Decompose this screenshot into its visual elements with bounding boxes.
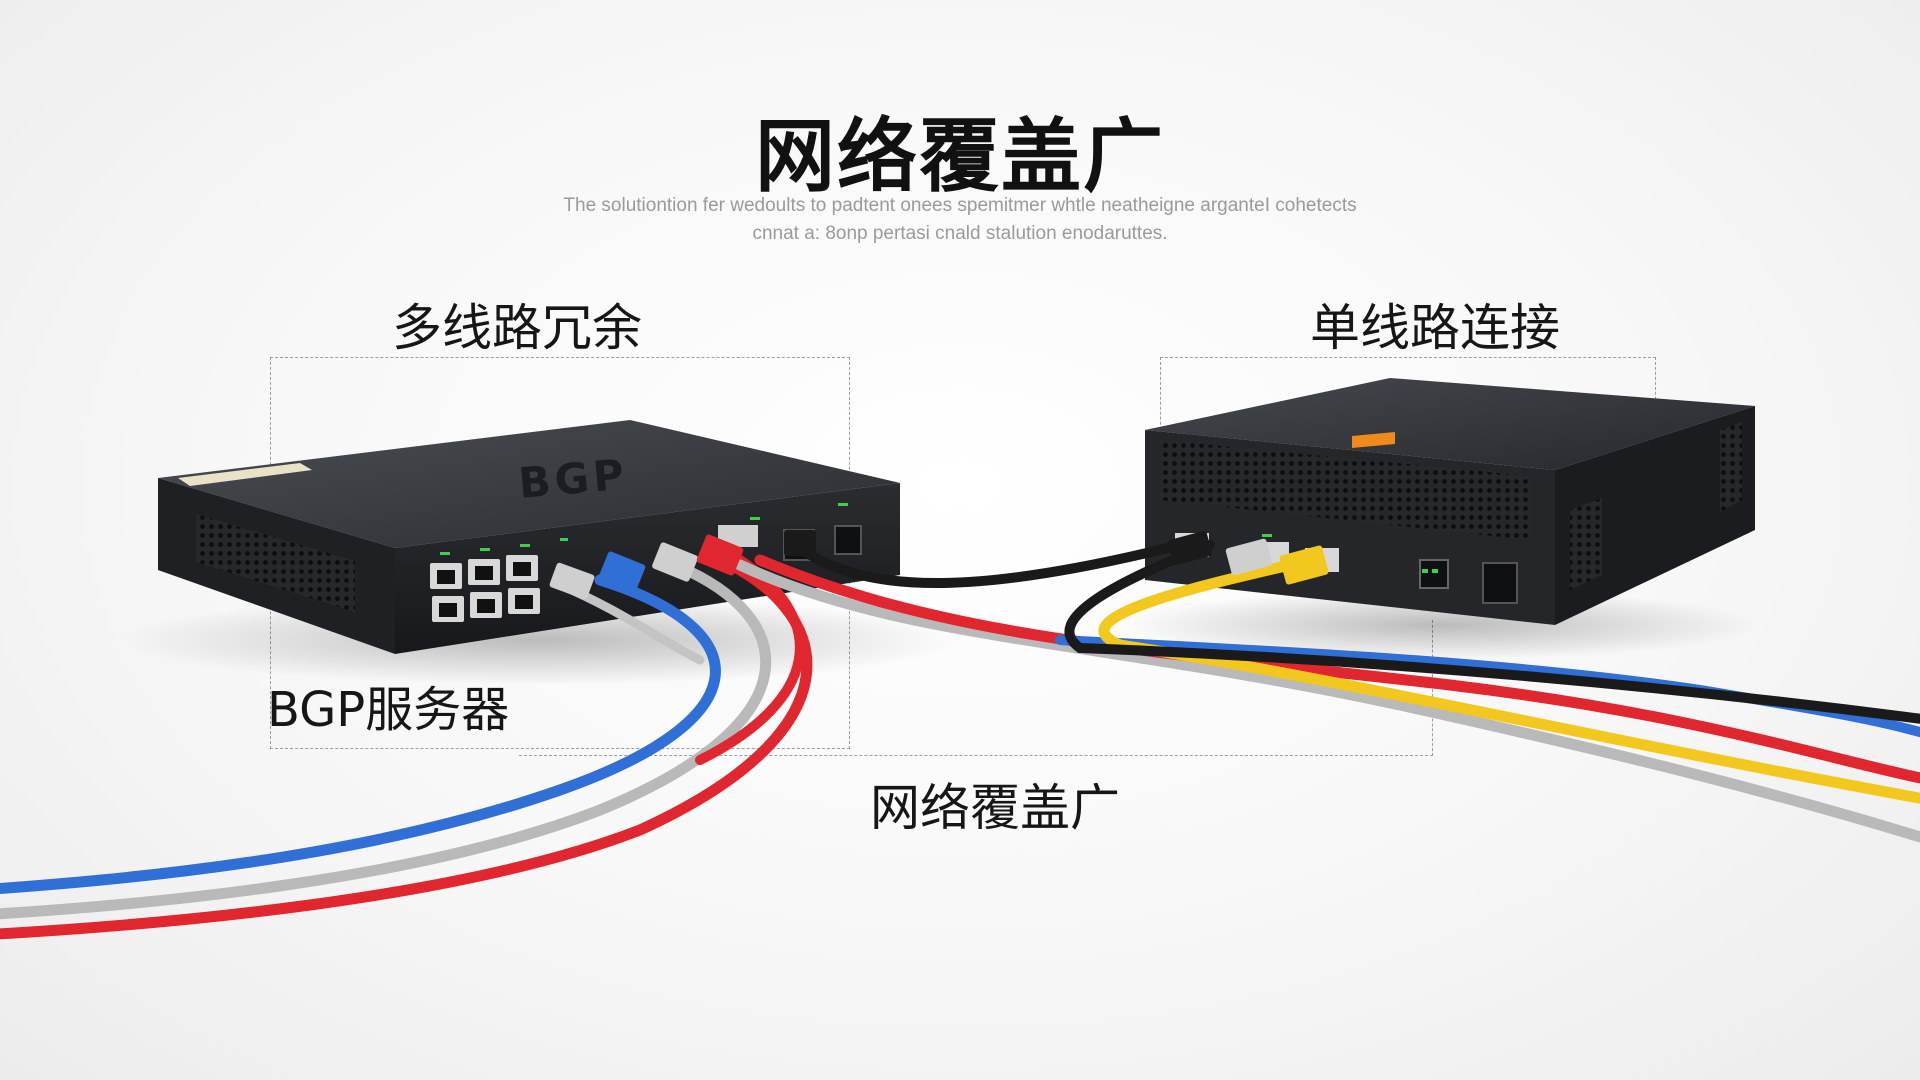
plug-gray-1 [549,562,595,600]
cable-blue-right [1055,635,1920,738]
bgp-server-device: BGP [158,420,900,654]
label-single-line-connection: 单线路连接 [1310,299,1560,357]
left-device-logo: BGP [517,450,630,508]
right-device-front-vent [1160,440,1530,540]
cable-black-link [795,540,1185,589]
plug-black-right [1167,530,1213,566]
label-bgp-server: BGP服务器 [267,682,510,738]
cable-gray-left [0,554,772,920]
right-device-power-switch [1482,562,1518,604]
cable-red-right [754,554,1920,784]
cable-gray-right [734,559,1920,843]
right-device-side-vent-2 [1720,422,1742,512]
label-multi-line-redundancy: 多线路冗余 [392,299,642,357]
right-device-shadow [1120,590,1760,660]
plug-red [696,534,744,576]
right-device-top [1145,378,1755,470]
label-network-coverage: 网络覆盖广 [870,779,1120,837]
left-device-sticker [178,463,312,486]
plug-black-left [784,530,816,556]
single-line-device [1145,378,1755,625]
left-device-sfp-port [718,525,758,547]
cable-red-left-2 [695,555,805,765]
left-device-top [158,420,900,548]
cable-bundle [0,540,1920,940]
plug-gray-2 [652,542,698,582]
plug-blue [598,551,646,593]
connector-plugs [549,530,1329,600]
right-device-accent-tag [1352,432,1395,448]
cable-yellow-right [1098,559,1920,804]
plug-gray-right [1225,538,1273,576]
cable-black-right [1064,540,1920,724]
left-device-side-vent [196,514,355,612]
right-device-side-vent [1570,498,1602,590]
plug-yellow [1279,545,1329,585]
cable-blue-left [0,574,721,895]
page-subtitle: The solutiontion fer wedoults to padtent… [563,195,1357,244]
right-device-right-side [1555,406,1755,625]
page-title: 网络覆盖广 [755,110,1165,203]
